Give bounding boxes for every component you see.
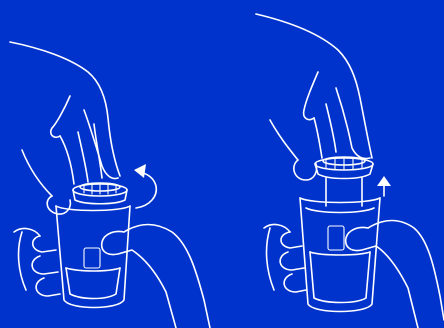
upper-hand-1 bbox=[10, 42, 120, 214]
arrow-up-icon bbox=[377, 176, 391, 196]
cap-1 bbox=[73, 183, 127, 204]
lower-hand-2 bbox=[264, 221, 444, 328]
cup-2 bbox=[300, 198, 380, 312]
upper-hand-2 bbox=[256, 14, 372, 180]
curved-arrow-icon bbox=[134, 164, 156, 208]
cap-2 bbox=[315, 157, 373, 206]
cup-1 bbox=[56, 206, 130, 308]
panel-step-1 bbox=[10, 42, 210, 328]
panel-step-2 bbox=[256, 14, 444, 328]
lower-hand-1 bbox=[14, 225, 210, 328]
